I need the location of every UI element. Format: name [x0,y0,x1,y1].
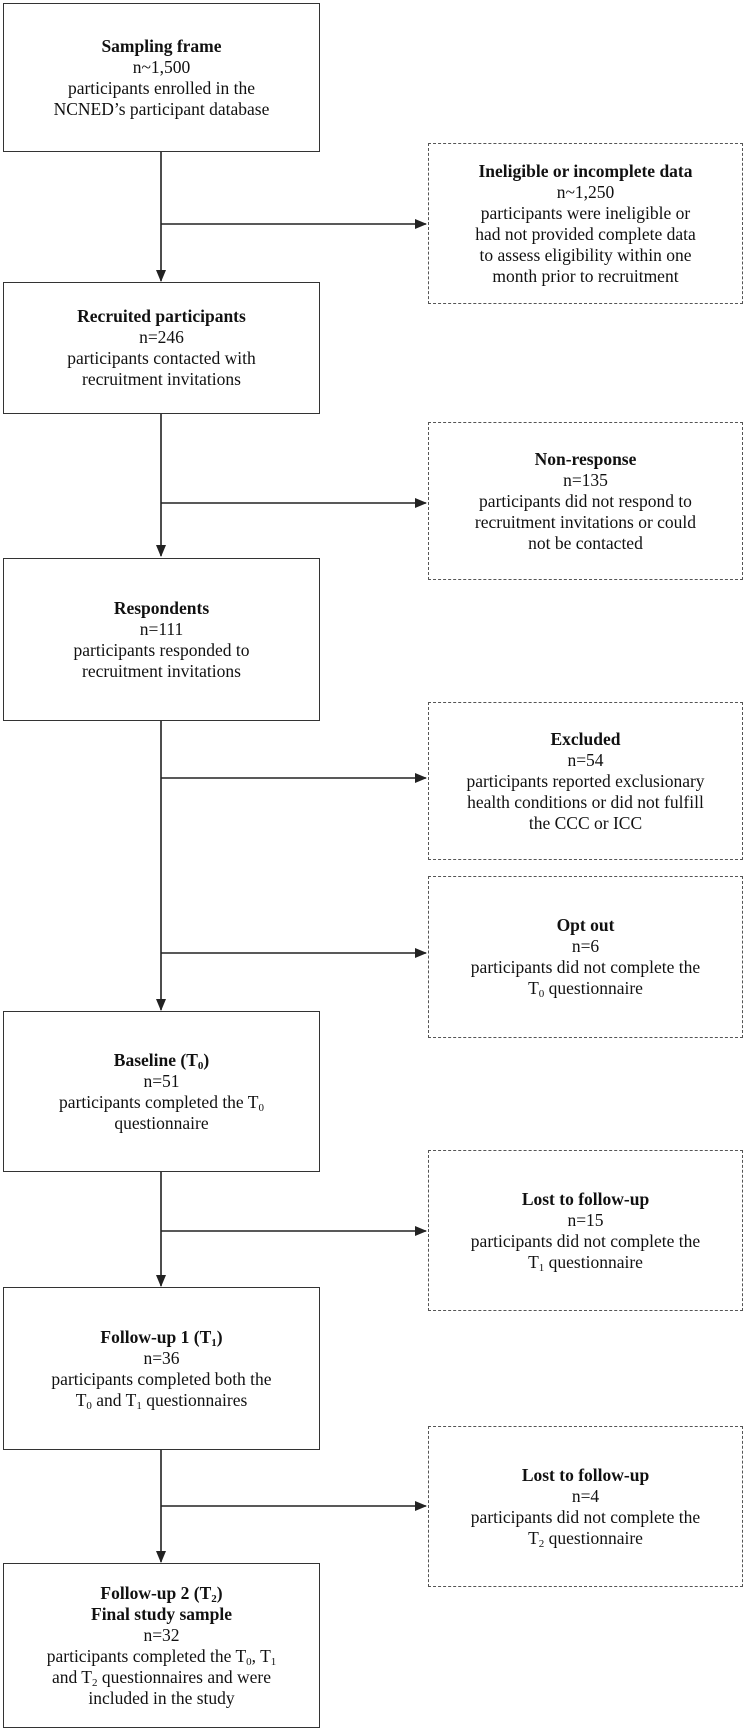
node-title: Non-response [534,448,637,469]
node-title: Sampling frame [101,35,222,56]
node-text-line: recruitment invitations [82,369,241,389]
exclusion-ineligible: Ineligible or incomplete data n~1,250 pa… [428,143,743,304]
node-text-line: had not provided complete data [475,223,696,244]
node-text-line: T1 questionnaire [528,1251,643,1274]
node-count: n~1,250 [556,181,615,202]
exclusion-lost-to-follow-up-1: Lost to follow-up n=15 participants did … [428,1150,743,1311]
node-text-line: T0 questionnaire [528,978,643,1000]
exclusion-lost-to-follow-up-2: Lost to follow-up n=4 participants did n… [428,1426,743,1587]
node-count: n=32 [143,1624,180,1645]
node-title: Opt out [556,915,615,935]
node-text-line: questionnaire [114,1112,209,1133]
node-text-line: the CCC or ICC [528,812,643,833]
node-title: Baseline (T0) [113,1049,210,1072]
node-count: n=36 [143,1347,180,1368]
node-title: Respondents [113,597,210,618]
node-text-line: participants enrolled in the [67,77,256,98]
node-count: n=54 [567,749,604,770]
node-followup-2-final-sample: Follow-up 2 (T2) Final study sample n=32… [3,1563,320,1728]
node-text-line: participants completed the T0 [59,1091,264,1114]
node-text-line: participants did not complete the [470,1506,701,1527]
node-recruited-participants: Recruited participants n=246 participant… [3,282,320,414]
exclusion-non-response: Non-response n=135 participants did not … [428,422,743,580]
node-text-line: participants responded to [73,639,250,660]
node-text-line: month prior to recruitment [492,265,679,286]
node-text-line: recruitment invitations or could [474,511,697,532]
node-text-line: NCNED’s participant database [53,98,270,119]
node-count: n=135 [563,469,608,490]
node-followup-1: Follow-up 1 (T1) n=36 participants compl… [3,1287,320,1450]
node-text-line: participants contacted with [67,348,256,368]
node-title: Follow-up 2 (T2) [100,1582,223,1605]
node-count: n=15 [567,1209,604,1230]
exclusion-opt-out: Opt out n=6 participants did not complet… [428,876,743,1038]
node-text-line: and T2 questionnaires and were [51,1666,271,1689]
node-title: Ineligible or incomplete data [478,160,693,181]
node-text-line: health conditions or did not fulfill [467,791,704,812]
node-subtitle: Final study sample [91,1603,232,1624]
node-text-line: T0 and T1 questionnaires [75,1389,248,1412]
node-count: n=4 [571,1485,600,1506]
node-count: n=6 [571,936,600,956]
node-text-line: recruitment invitations [82,660,241,681]
node-text-line: participants did not complete the [470,957,701,977]
node-text-line: participants completed the T0, T1 [46,1645,277,1668]
node-count: n=246 [139,327,184,347]
node-text-line: participants completed both the [51,1368,272,1389]
node-title: Follow-up 1 (T1) [100,1326,223,1349]
node-count: n=111 [139,618,184,639]
node-respondents: Respondents n=111 participants responded… [3,558,320,721]
node-count: n~1,500 [132,56,191,77]
node-text-line: participants reported exclusionary [466,770,705,791]
node-baseline: Baseline (T0) n=51 participants complete… [3,1011,320,1172]
node-text-line: included in the study [88,1687,235,1708]
node-title: Recruited participants [77,306,246,326]
node-text-line: T2 questionnaire [528,1527,643,1550]
node-title: Excluded [550,728,621,749]
node-text-line: to assess eligibility within one [479,244,692,265]
node-sampling-frame: Sampling frame n~1,500 participants enro… [3,3,320,152]
node-title: Lost to follow-up [521,1188,650,1209]
exclusion-excluded: Excluded n=54 participants reported excl… [428,702,743,860]
node-text-line: participants did not respond to [479,490,692,511]
node-count: n=51 [143,1070,180,1091]
node-text-line: not be contacted [528,532,643,553]
node-text-line: participants were ineligible or [480,202,691,223]
node-text-line: participants did not complete the [470,1230,701,1251]
node-title: Lost to follow-up [521,1464,650,1485]
